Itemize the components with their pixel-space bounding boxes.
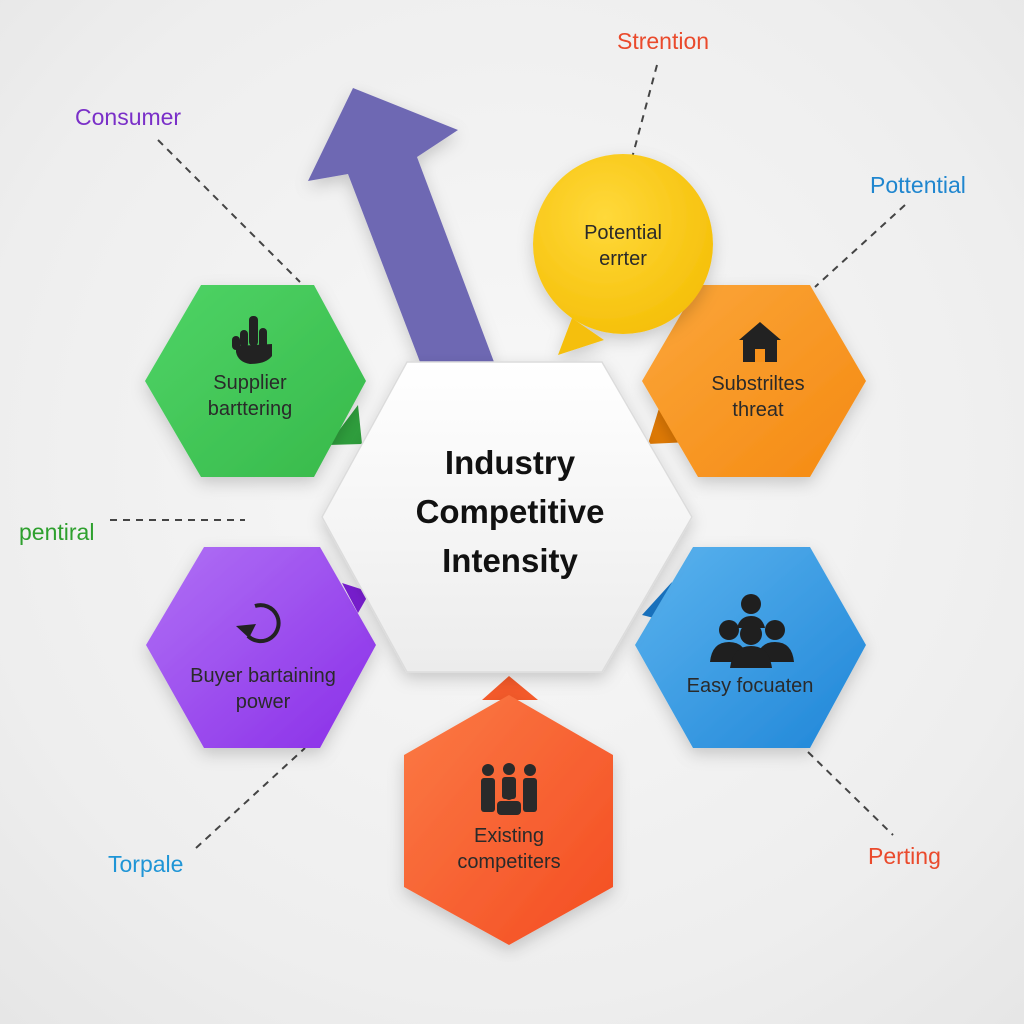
entrant-label-line-2: errter: [599, 248, 647, 270]
center-title-line-2: Competitive: [415, 493, 605, 530]
buyer-label: Buyer bartaining power: [163, 663, 363, 715]
entrant-label-line-1: Potential: [584, 222, 662, 244]
center-title: Industry Competitive Intensity: [360, 438, 660, 585]
leader-perting: [807, 751, 894, 836]
bubble-entrant[interactable]: [533, 154, 713, 355]
hex-existing[interactable]: [404, 695, 613, 945]
supplier-label: Supplier barttering: [170, 370, 330, 422]
easy-label: Easy focuaten: [650, 673, 850, 699]
callout-consumer: Consumer: [75, 104, 182, 130]
substitutes-label-line-2: threat: [732, 399, 784, 421]
leader-consumer: [157, 139, 301, 283]
substitutes-label-line-1: Substriltes: [711, 373, 805, 395]
buyer-label-line-2: power: [235, 691, 291, 713]
callout-strention: Strention: [617, 28, 710, 54]
leader-strention: [631, 64, 658, 159]
entrant-label: Potential errter: [553, 220, 693, 272]
hex-buyer[interactable]: [146, 547, 376, 748]
callout-pentiral: pentiral: [19, 519, 95, 545]
supplier-label-line-2: barttering: [207, 398, 293, 420]
existing-arrow: [482, 676, 538, 700]
callout-torpale: Torpale: [108, 851, 184, 877]
callout-pottential: Pottential: [870, 172, 966, 198]
buyer-label-line-1: Buyer bartaining: [190, 665, 336, 687]
upward-arrow: [308, 88, 494, 362]
family-icon: [481, 763, 537, 815]
existing-label: Existing competiters: [420, 823, 598, 875]
existing-label-line-2: competiters: [457, 851, 561, 873]
house-icon: [739, 322, 781, 362]
hex-substitutes[interactable]: [642, 285, 866, 477]
center-title-line-3: Intensity: [442, 542, 578, 579]
callout-perting: Perting: [868, 843, 941, 869]
existing-label-line-1: Existing: [473, 825, 545, 847]
leader-lines: [110, 64, 906, 849]
hex-supplier[interactable]: [145, 285, 366, 477]
group-icon: [710, 594, 794, 668]
refresh-icon: [236, 603, 281, 644]
hand-pointer-icon: [232, 316, 272, 364]
supplier-label-line-1: Supplier: [213, 372, 287, 394]
leader-pottential: [814, 204, 906, 288]
easy-label-line-1: Easy focuaten: [686, 675, 814, 697]
leader-torpale: [195, 747, 306, 849]
hex-center: [321, 361, 693, 673]
center-title-line-1: Industry: [444, 444, 576, 481]
substitutes-label: Substriltes threat: [678, 371, 838, 423]
